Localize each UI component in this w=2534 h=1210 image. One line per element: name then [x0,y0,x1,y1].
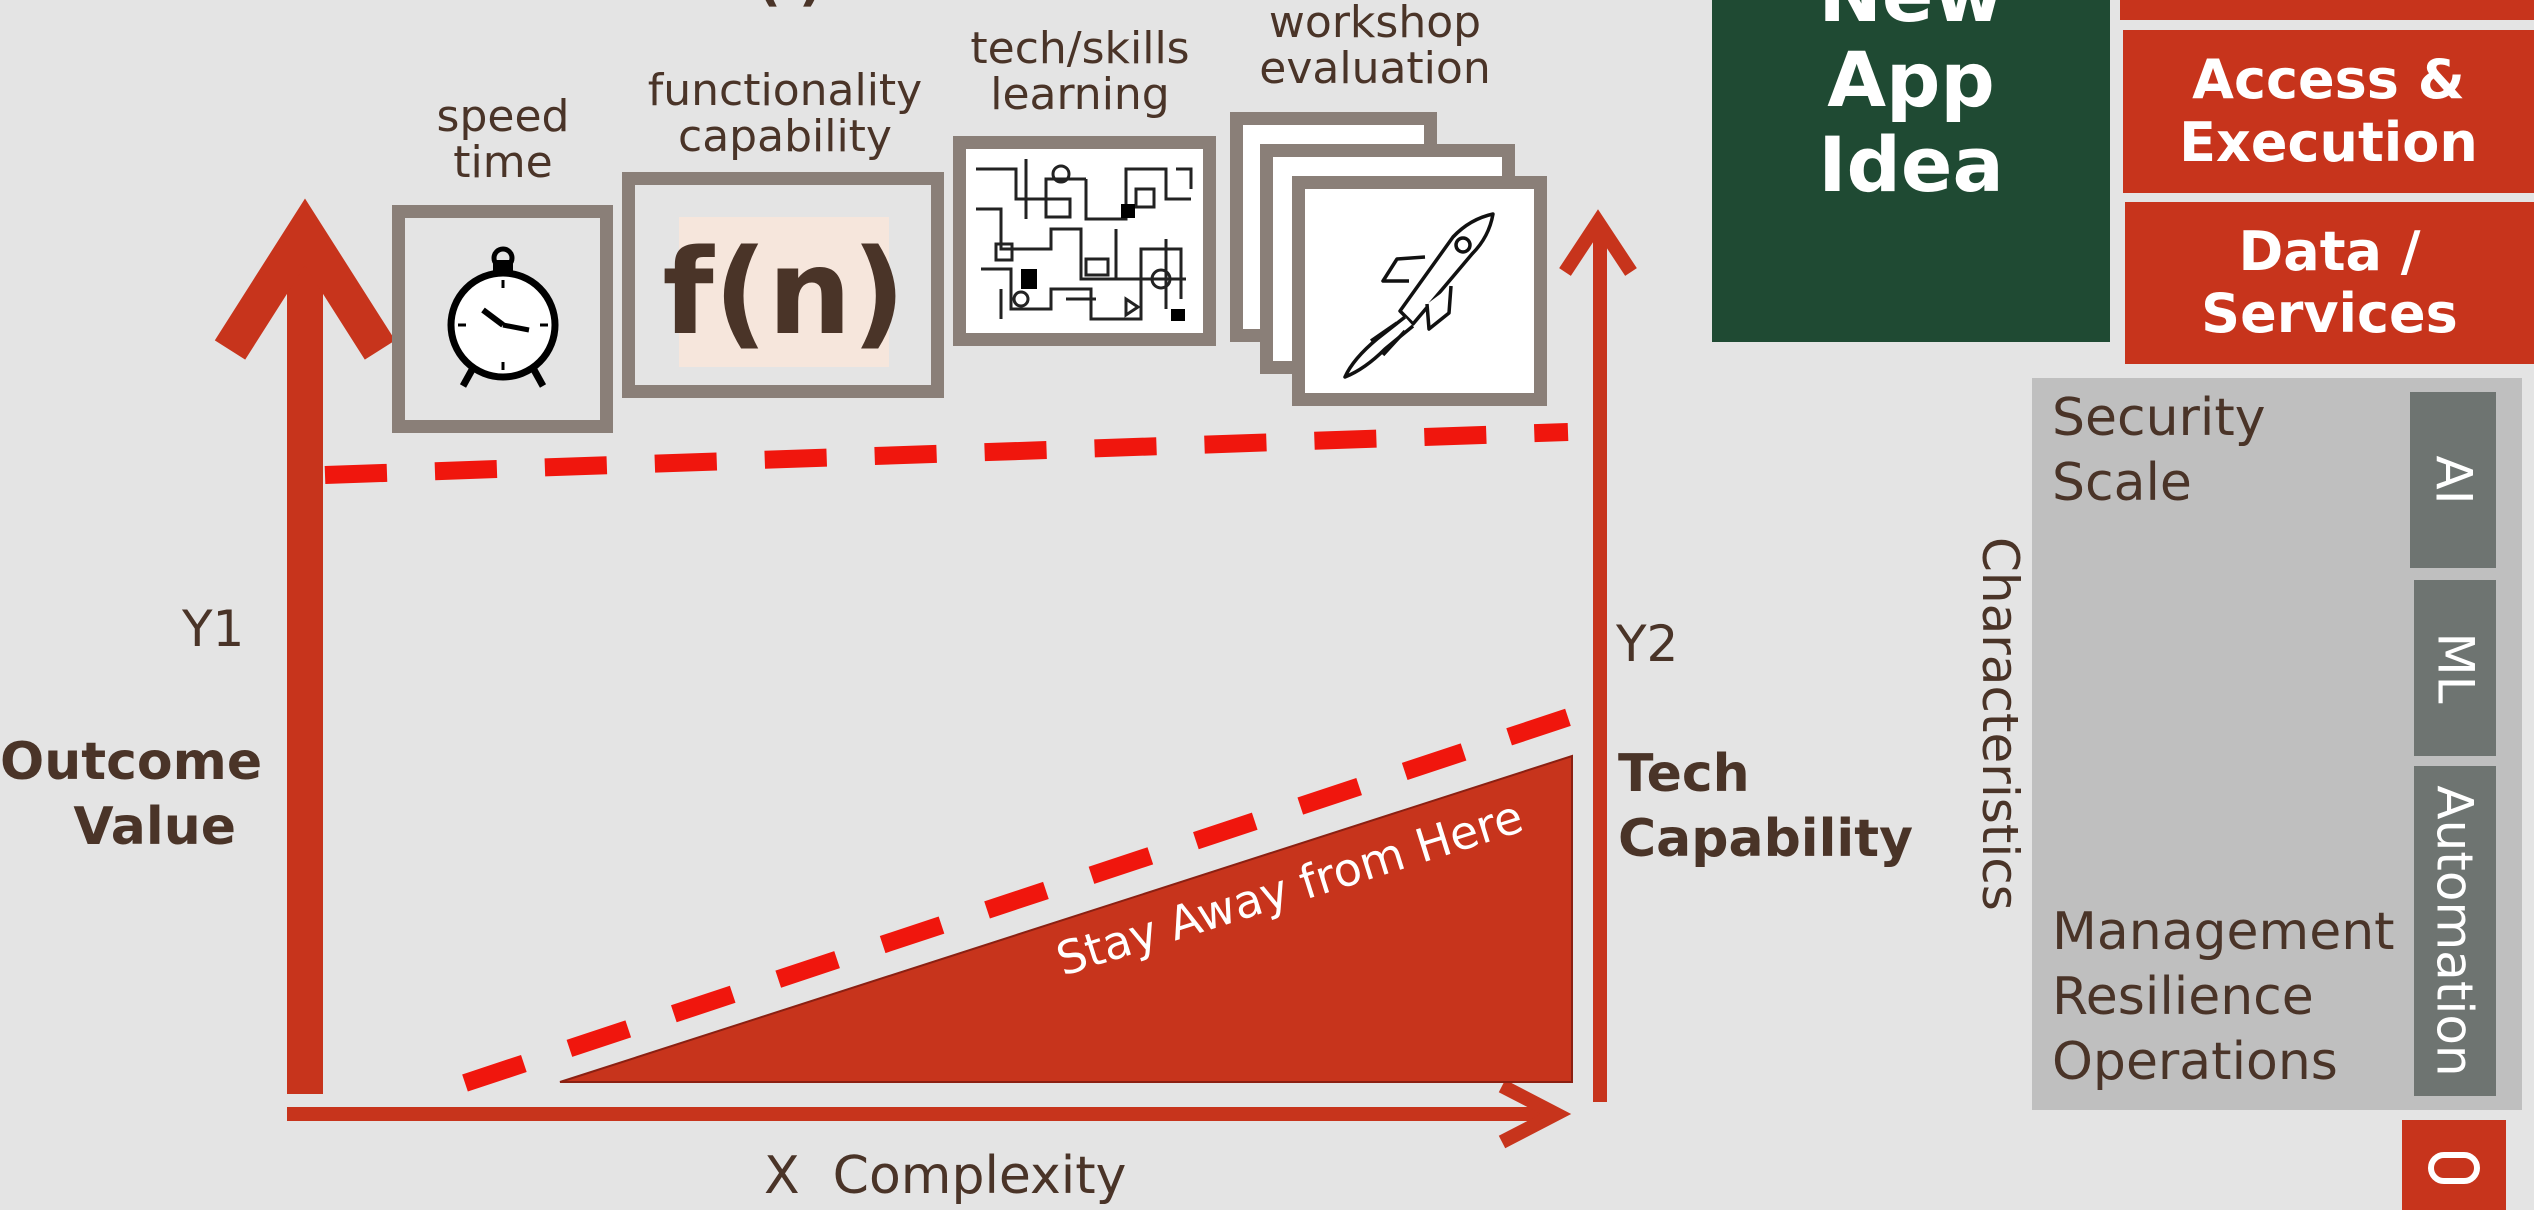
diagram-canvas [214,198,1637,1149]
clock-icon [447,246,559,388]
ml-tab: ML [2414,580,2496,756]
access-execution-box: Access & Execution [2123,30,2534,193]
rocket-icon [1343,212,1495,379]
workshop-frame-front [1292,176,1547,406]
tech-skills-frame [953,136,1216,346]
top-partial-text: ( ) [640,0,940,11]
y2-axis-arrowhead [1559,209,1637,276]
ai-tab: AI [2410,392,2496,568]
new-app-idea-box: New App Idea [1712,0,2110,342]
data-services-text: Data / Services [2201,219,2458,345]
speed-time-label: speed time [436,91,570,189]
functionality-label: functionality capability [647,65,923,163]
circuit-icon [976,159,1193,321]
fn-text: f(n) [662,223,906,361]
y1-label: Y1 [182,600,245,658]
upper-dashed-line [324,423,1569,484]
y1-axis-arrowhead [214,198,396,360]
characteristics-top-items: Security Scale [2052,388,2266,513]
functionality-frame: f(n) [622,172,944,398]
characteristics-bottom-items: Management Resilience Operations [2052,902,2395,1092]
x-axis-label: X Complexity [764,1146,1127,1206]
y2-label: Y2 [1616,615,1679,673]
x-axis-arrowhead [1498,1079,1572,1149]
diagonal-dashed-line [462,707,1575,1092]
y2-title: Tech Capability [1618,744,1914,869]
tech-skills-label: tech/skills learning [970,23,1190,121]
stay-away-triangle [559,754,1573,1083]
function-icon: f(n) [662,217,906,367]
automation-tab: Automation [2414,766,2496,1096]
top-red-strip [2120,0,2534,20]
new-app-idea-text: New App Idea [1818,0,2004,210]
workshop-label: workshop evaluation [1259,0,1491,95]
access-execution-text: Access & Execution [2179,48,2478,174]
speed-frame [392,205,613,433]
y1-title: Outcome Value [0,732,263,857]
data-services-box: Data / Services [2125,202,2534,364]
oracle-logo-icon [2402,1120,2506,1210]
